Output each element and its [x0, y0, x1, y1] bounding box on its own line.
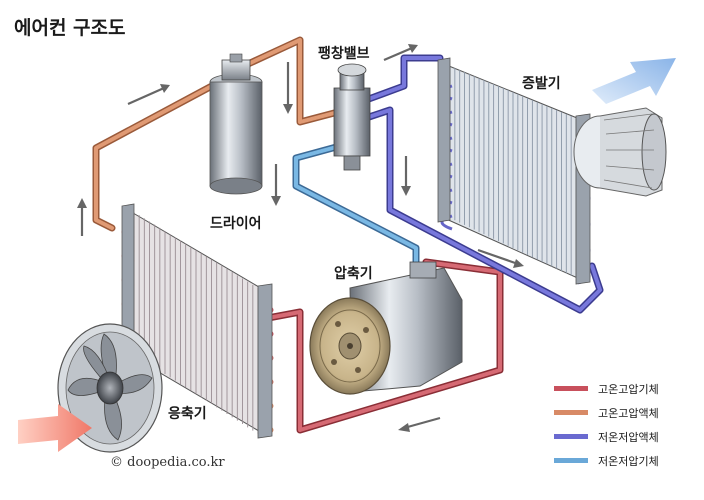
airflow-out-arrow — [592, 58, 676, 104]
copyright-text: © doopedia.co.kr — [110, 455, 225, 470]
pipe-hot-liquid — [92, 36, 342, 232]
legend-swatch — [554, 410, 588, 415]
pipe-hot-gas — [264, 258, 504, 434]
legend-item: 저온저압기체 — [554, 455, 659, 468]
label-condenser: 응축기 — [168, 406, 207, 422]
legend-swatch — [554, 434, 588, 439]
legend-swatch — [554, 386, 588, 391]
legend-item: 고온고압기체 — [554, 383, 659, 396]
flow-arrows — [77, 44, 524, 432]
legend-label: 고온고압기체 — [598, 383, 659, 396]
blower-fan — [573, 107, 667, 197]
label-expansion-valve: 팽창밸브 — [318, 45, 370, 62]
legend: 고온고압기체 고온고압액체 저온저압액체 저온저압기체 — [554, 383, 659, 468]
label-evaporator: 증발기 — [522, 75, 561, 92]
label-dryer: 드라이어 — [210, 215, 262, 232]
label-compressor: 압축기 — [334, 266, 373, 282]
expansion-valve — [333, 63, 371, 171]
legend-label: 저온저압기체 — [598, 455, 659, 468]
dryer — [209, 53, 263, 195]
legend-label: 저온저압액체 — [598, 431, 659, 444]
legend-item: 저온저압액체 — [554, 431, 659, 444]
evaporator — [437, 57, 591, 285]
airflow-in-arrow — [18, 404, 92, 452]
compressor — [309, 261, 463, 395]
condenser-fan — [57, 323, 163, 453]
legend-swatch — [554, 458, 588, 463]
legend-label: 고온고압액체 — [598, 407, 659, 420]
pipe-cold-gas — [292, 142, 420, 270]
legend-item: 고온고압액체 — [554, 407, 659, 420]
pipe-cold-liquid — [362, 54, 604, 314]
diagram-title: 에어컨 구조도 — [14, 17, 126, 39]
condenser — [121, 203, 274, 439]
